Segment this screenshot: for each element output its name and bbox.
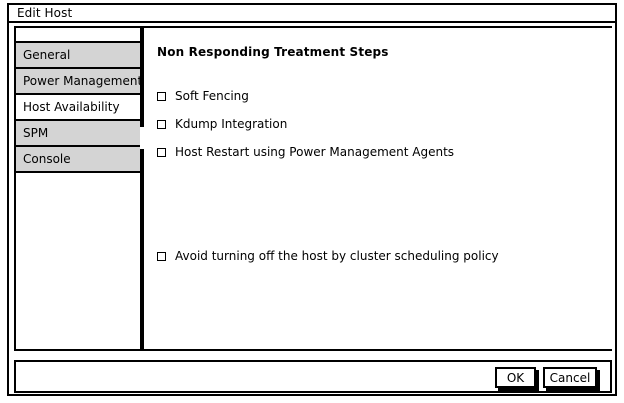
tab-power-management[interactable]: Power Management bbox=[16, 69, 140, 95]
checkbox-soft-fencing-label: Soft Fencing bbox=[175, 89, 249, 103]
checkbox-soft-fencing[interactable] bbox=[157, 91, 166, 101]
checkbox-avoid-turning-off-host[interactable] bbox=[157, 251, 166, 261]
cancel-button[interactable]: Cancel bbox=[543, 367, 597, 388]
tab-general[interactable]: General bbox=[16, 43, 140, 69]
dialog-title: Edit Host bbox=[17, 6, 73, 20]
tab-blank-spacer bbox=[16, 28, 140, 43]
tab-list: General Power Management Host Availabili… bbox=[14, 26, 142, 351]
checkbox-kdump-integration[interactable] bbox=[157, 119, 166, 129]
cancel-button-label: Cancel bbox=[549, 370, 591, 385]
tab-host-availability[interactable]: Host Availability bbox=[16, 95, 140, 121]
tab-power-management-label: Power Management bbox=[23, 74, 140, 88]
ok-button-label: OK bbox=[506, 370, 525, 385]
checkbox-avoid-turning-off-host-label: Avoid turning off the host by cluster sc… bbox=[175, 249, 499, 263]
host-availability-panel: Non Responding Treatment Steps Soft Fenc… bbox=[142, 26, 612, 351]
tab-console[interactable]: Console bbox=[16, 147, 140, 173]
tab-general-label: General bbox=[23, 48, 71, 62]
checkbox-row-kdump-integration[interactable]: Kdump Integration bbox=[157, 115, 287, 133]
checkbox-host-restart-label: Host Restart using Power Management Agen… bbox=[175, 145, 455, 159]
checkbox-row-soft-fencing[interactable]: Soft Fencing bbox=[157, 87, 249, 105]
selected-tab-connector bbox=[140, 127, 146, 149]
tab-console-label: Console bbox=[23, 152, 71, 166]
tab-list-empty-area bbox=[16, 173, 140, 349]
ok-button[interactable]: OK bbox=[495, 367, 536, 388]
tab-host-availability-label: Host Availability bbox=[23, 100, 120, 114]
tab-spm-label: SPM bbox=[23, 126, 49, 140]
section-heading: Non Responding Treatment Steps bbox=[157, 45, 389, 59]
dialog-footer: OK Cancel bbox=[14, 360, 612, 393]
dialog-body: General Power Management Host Availabili… bbox=[9, 23, 615, 356]
edit-host-dialog: Edit Host General Power Management Host … bbox=[7, 3, 617, 396]
dialog-titlebar: Edit Host bbox=[9, 5, 615, 23]
checkbox-kdump-integration-label: Kdump Integration bbox=[175, 117, 288, 131]
tab-spm[interactable]: SPM bbox=[16, 121, 140, 147]
checkbox-host-restart[interactable] bbox=[157, 147, 166, 157]
checkbox-row-host-restart[interactable]: Host Restart using Power Management Agen… bbox=[157, 143, 454, 161]
checkbox-row-avoid-turning-off-host[interactable]: Avoid turning off the host by cluster sc… bbox=[157, 247, 499, 265]
